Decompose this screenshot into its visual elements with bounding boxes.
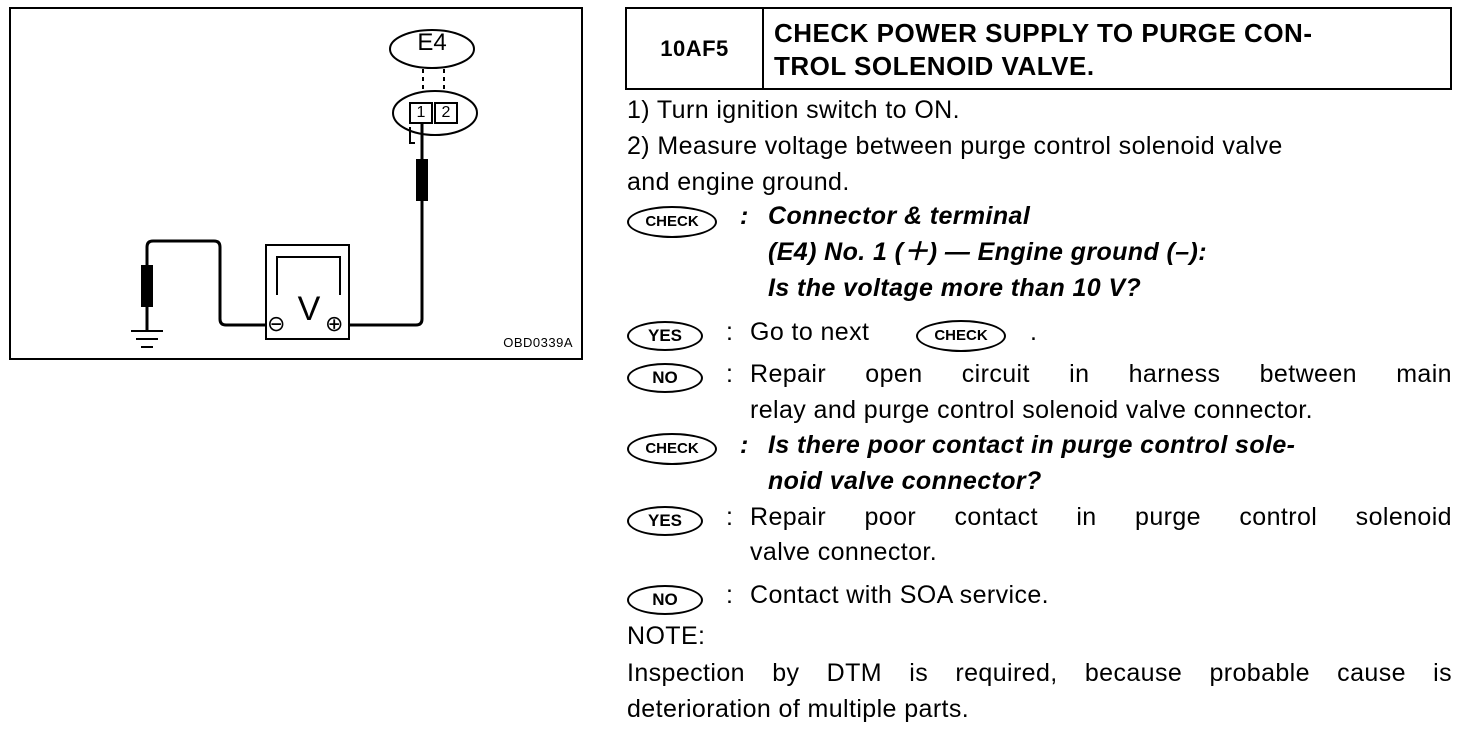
no-2-colon: : <box>726 581 734 609</box>
step-title-line-1: CHECK POWER SUPPLY TO PURGE CON- <box>774 18 1313 48</box>
step-2-line-2: and engine ground. <box>627 168 850 196</box>
no-badge: NO <box>627 363 703 393</box>
step-header: 10AF5 CHECK POWER SUPPLY TO PURGE CON- T… <box>625 7 1452 90</box>
yes-badge-2: YES <box>627 506 703 536</box>
yes-1-colon: : <box>726 318 734 346</box>
check-1-colon: : <box>740 202 749 230</box>
no-2-text: Contact with SOA service. <box>750 581 1050 609</box>
check-1-line-2: (E4) No. 1 (＋) — Engine ground (–): <box>768 238 1207 266</box>
check-badge: CHECK <box>627 206 717 238</box>
circuit-drawing <box>131 29 478 348</box>
no-1-colon: : <box>726 360 734 388</box>
pin-1-label: 1 <box>416 104 426 121</box>
yes-2-line-1: Repair poor contact in purge control sol… <box>750 503 1452 531</box>
yes-2-colon: : <box>726 503 734 531</box>
connector-label: E4 <box>417 29 447 56</box>
pin-2-label: 2 <box>441 104 451 121</box>
meter-minus-terminal: ⊖ <box>267 311 286 336</box>
note-line-2: deterioration of multiple parts. <box>627 695 970 723</box>
yes-1-text: Go to next <box>750 318 870 346</box>
check-1-line-1: Connector & terminal <box>768 202 1031 230</box>
meter-plus-terminal: ⊕ <box>325 311 344 336</box>
yes-badge: YES <box>627 321 703 351</box>
note-line-1: Inspection by DTM is required, because p… <box>627 659 1452 687</box>
meter-symbol: V <box>297 290 321 328</box>
step-title-line-2: TROL SOLENOID VALVE. <box>774 51 1095 81</box>
note-label: NOTE: <box>627 622 706 650</box>
check-badge-2: CHECK <box>627 433 717 465</box>
step-1: 1) Turn ignition switch to ON. <box>627 96 960 124</box>
wiring-diagram: E4 1 2 V ⊖ ⊕ OBD0339A <box>9 7 583 360</box>
check-1-line-3: Is the voltage more than 10 V? <box>768 274 1142 302</box>
step-2-line-1: 2) Measure voltage between purge control… <box>627 132 1283 160</box>
yes-1-end: . <box>1030 318 1038 346</box>
check-2-line-1: Is there poor contact in purge control s… <box>768 431 1296 459</box>
yes-2-line-2: valve connector. <box>750 538 938 566</box>
figure-code: OBD0339A <box>503 335 573 350</box>
no-1-line-1: Repair open circuit in harness between m… <box>750 360 1452 388</box>
check-badge-inline: CHECK <box>916 320 1006 352</box>
no-1-line-2: relay and purge control solenoid valve c… <box>750 396 1313 424</box>
step-code: 10AF5 <box>627 9 764 88</box>
no-badge-2: NO <box>627 585 703 615</box>
check-2-line-2: noid valve connector? <box>768 467 1042 495</box>
check-2-colon: : <box>740 431 749 459</box>
step-title: CHECK POWER SUPPLY TO PURGE CON- TROL SO… <box>764 9 1450 88</box>
